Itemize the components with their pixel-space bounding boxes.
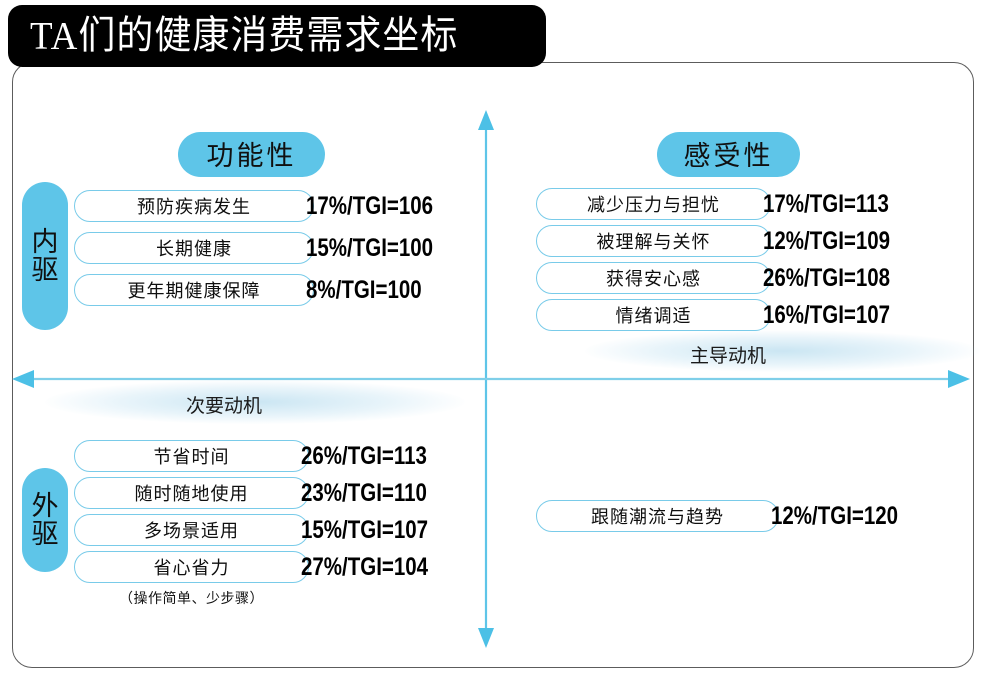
list-item[interactable]: 多场景适用 15%/TGI=107 xyxy=(74,514,456,546)
item-value: 26%/TGI=113 xyxy=(301,441,427,470)
item-label: 省心省力 xyxy=(74,551,309,583)
group-inner-functional: 预防疾病发生 17%/TGI=106 长期健康 15%/TGI=100 更年期健… xyxy=(74,190,461,316)
item-label: 减少压力与担忧 xyxy=(536,188,771,220)
item-label: 跟随潮流与趋势 xyxy=(536,500,779,532)
primary-motive-label: 主导动机 xyxy=(690,346,767,367)
drive-badge-inner: 内 驱 xyxy=(22,182,68,330)
list-item[interactable]: 预防疾病发生 17%/TGI=106 xyxy=(74,190,461,222)
item-label: 更年期健康保障 xyxy=(74,274,314,306)
item-label: 预防疾病发生 xyxy=(74,190,314,222)
list-item[interactable]: 被理解与关怀 12%/TGI=109 xyxy=(536,225,918,257)
drive-inner-char-2: 驱 xyxy=(31,255,59,285)
drive-badge-outer: 外 驱 xyxy=(22,468,68,572)
quadrant-header-functional: 功能性 xyxy=(178,132,325,177)
item-value: 12%/TGI=109 xyxy=(763,226,891,255)
item-value: 16%/TGI=107 xyxy=(763,300,891,329)
item-value: 27%/TGI=104 xyxy=(301,552,429,581)
item-label: 情绪调适 xyxy=(536,299,771,331)
page-title: TA们的健康消费需求坐标 xyxy=(30,14,459,58)
item-value: 15%/TGI=107 xyxy=(301,515,429,544)
item-label: 节省时间 xyxy=(74,440,309,472)
item-value: 17%/TGI=113 xyxy=(763,189,889,218)
list-item[interactable]: 随时随地使用 23%/TGI=110 xyxy=(74,477,456,509)
item-value: 26%/TGI=108 xyxy=(763,263,891,292)
list-item[interactable]: 节省时间 26%/TGI=113 xyxy=(74,440,456,472)
item-value: 17%/TGI=106 xyxy=(306,191,434,220)
drive-outer-char-1: 外 xyxy=(31,490,59,521)
list-item[interactable]: 省心省力 27%/TGI=104 xyxy=(74,551,456,583)
item-label: 多场景适用 xyxy=(74,514,309,546)
item-value: 8%/TGI=100 xyxy=(306,275,422,304)
group-outer-functional: 节省时间 26%/TGI=113 随时随地使用 23%/TGI=110 多场景适… xyxy=(74,440,456,608)
item-label: 长期健康 xyxy=(74,232,314,264)
secondary-motive-glow xyxy=(45,380,465,424)
item-label: 获得安心感 xyxy=(536,262,771,294)
list-item[interactable]: 长期健康 15%/TGI=100 xyxy=(74,232,461,264)
item-note: （操作简单、少步骤） xyxy=(119,592,264,607)
item-label: 随时随地使用 xyxy=(74,477,309,509)
item-label: 被理解与关怀 xyxy=(536,225,771,257)
item-value: 15%/TGI=100 xyxy=(306,233,434,262)
list-item[interactable]: 更年期健康保障 8%/TGI=100 xyxy=(74,274,461,306)
list-item[interactable]: 减少压力与担忧 17%/TGI=113 xyxy=(536,188,918,220)
list-item[interactable]: 情绪调适 16%/TGI=107 xyxy=(536,299,918,331)
item-value: 23%/TGI=110 xyxy=(301,478,427,507)
drive-outer-char-2: 驱 xyxy=(31,519,59,549)
item-value: 12%/TGI=120 xyxy=(771,501,899,530)
list-item[interactable]: 获得安心感 26%/TGI=108 xyxy=(536,262,918,294)
secondary-motive-label: 次要动机 xyxy=(186,396,263,417)
list-item[interactable]: 跟随潮流与趋势 12%/TGI=120 xyxy=(536,500,926,532)
group-inner-emotional: 减少压力与担忧 17%/TGI=113 被理解与关怀 12%/TGI=109 获… xyxy=(536,188,918,336)
group-outer-emotional: 跟随潮流与趋势 12%/TGI=120 xyxy=(536,500,926,532)
primary-motive-glow xyxy=(585,330,980,372)
title-bar: TA们的健康消费需求坐标 xyxy=(8,5,546,67)
quadrant-header-emotional: 感受性 xyxy=(657,132,800,177)
drive-inner-char-1: 内 xyxy=(31,226,59,257)
